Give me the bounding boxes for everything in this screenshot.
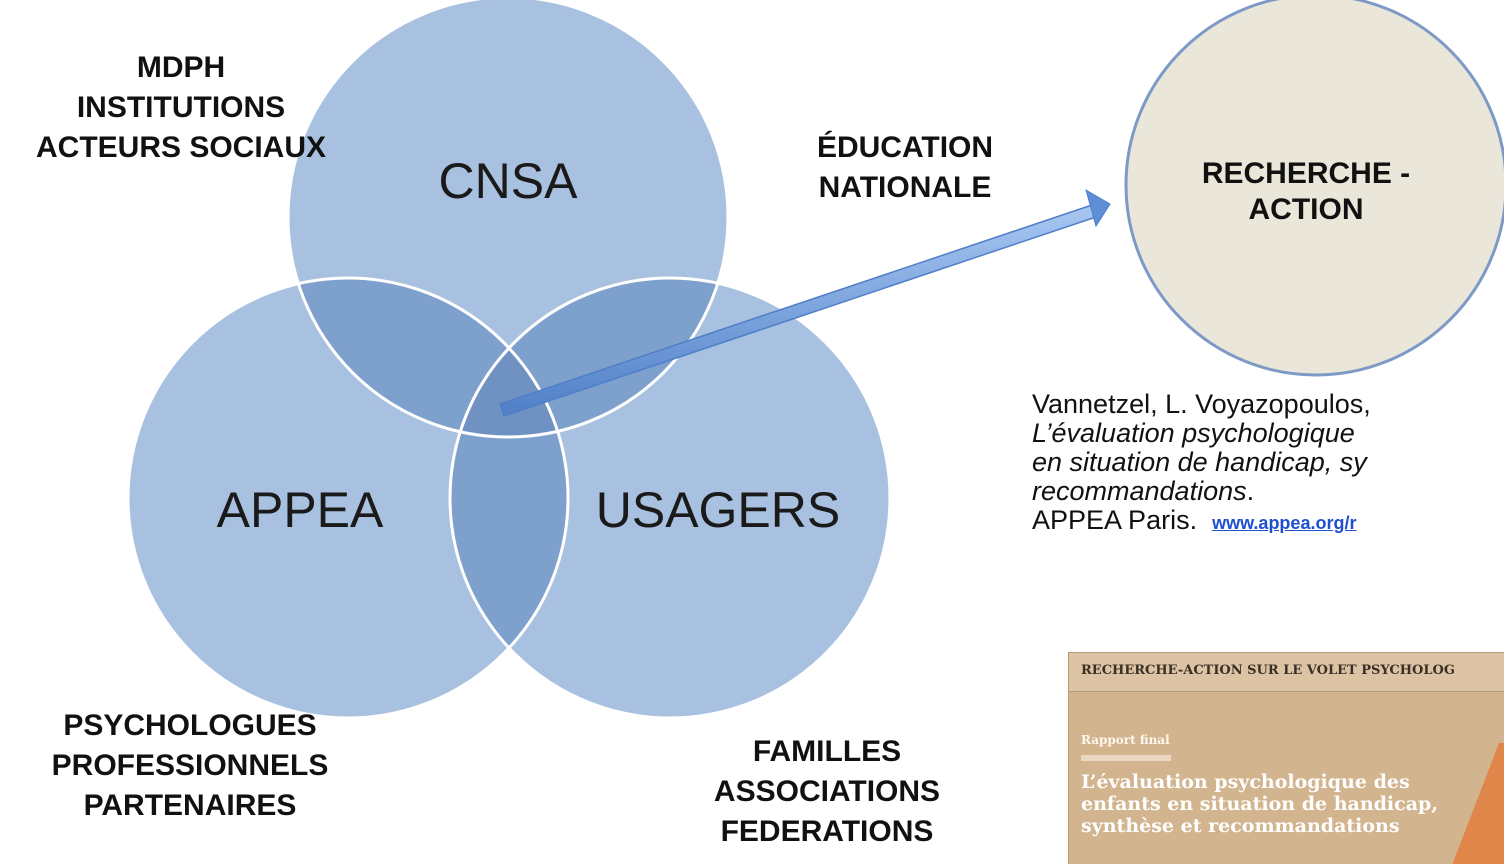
citation-title-line2: en situation de handicap, sy	[1032, 447, 1367, 477]
group-bottom-right-line1: FAMILLES	[752, 735, 902, 768]
target-label-line2: ACTION	[1249, 193, 1364, 226]
citation-publisher-line: APPEA Paris. www.appea.org/r	[1032, 506, 1504, 538]
citation-authors: Vannetzel, L. Voyazopoulos,	[1032, 389, 1371, 419]
group-bottom-left-line1: PSYCHOLOGUES	[63, 709, 317, 742]
citation-title-line3-text: recommandations	[1032, 476, 1247, 506]
circle-usagers-outline	[448, 276, 892, 720]
group-bottom-right-line2: ASSOCIATIONS	[713, 775, 941, 808]
group-top-left-line1: MDPH	[136, 51, 226, 84]
report-cover-image: RECHERCHE-ACTION SUR LE VOLET PSYCHOLOG …	[1068, 652, 1504, 864]
target-circle	[1124, 0, 1504, 377]
citation-publisher: APPEA Paris.	[1032, 505, 1198, 535]
group-top-right-line1: ÉDUCATION	[816, 131, 994, 164]
label-appea: APPEA	[217, 482, 384, 538]
group-top-left-line3: ACTEURS SOCIAUX	[35, 131, 327, 164]
group-top-right: ÉDUCATION NATIONALE	[780, 128, 1030, 208]
arrow-to-target	[499, 188, 1111, 417]
report-cover-title-line1: L’évaluation psychologique des	[1081, 771, 1410, 793]
group-bottom-left-line2: PROFESSIONNELS	[51, 749, 329, 782]
citation: Vannetzel, L. Voyazopoulos, L’évaluation…	[1032, 390, 1504, 538]
group-top-left-line2: INSTITUTIONS	[76, 91, 286, 124]
target-label-line1: RECHERCHE -	[1202, 157, 1410, 190]
report-cover-orange-shape	[1452, 743, 1504, 864]
report-cover-title-line3: synthèse et recommandations	[1081, 815, 1400, 837]
group-bottom-left: PSYCHOLOGUES PROFESSIONNELS PARTENAIRES	[20, 706, 360, 826]
circle-cnsa-outline	[286, 0, 730, 439]
group-bottom-right-line3: FEDERATIONS	[720, 815, 934, 848]
group-bottom-right: FAMILLES ASSOCIATIONS FEDERATIONS	[682, 732, 972, 852]
circle-appea-outline	[126, 276, 570, 720]
report-cover-header-bar	[1069, 653, 1504, 692]
report-cover-divider	[1081, 755, 1171, 761]
group-top-right-line2: NATIONALE	[818, 171, 992, 204]
report-cover-header: RECHERCHE-ACTION SUR LE VOLET PSYCHOLOG	[1081, 663, 1455, 678]
overlap-cnsa-appea	[288, 278, 568, 437]
citation-title-line3: recommandations.	[1032, 477, 1504, 506]
citation-title-line3-period: .	[1246, 476, 1255, 506]
group-top-left: MDPH INSTITUTIONS ACTEURS SOCIAUX	[6, 48, 356, 168]
citation-link[interactable]: www.appea.org/r	[1212, 513, 1357, 533]
group-bottom-left-line3: PARTENAIRES	[83, 789, 297, 822]
report-cover-title: L’évaluation psychologique des enfants e…	[1081, 771, 1438, 837]
report-cover-graphics	[1452, 743, 1504, 864]
report-cover-subtitle: Rapport final	[1081, 733, 1170, 747]
label-usagers: USAGERS	[596, 482, 841, 538]
report-cover-title-line2: enfants en situation de handicap,	[1081, 793, 1438, 815]
label-cnsa: CNSA	[439, 153, 579, 209]
citation-title-line1: L’évaluation psychologique	[1032, 418, 1355, 448]
